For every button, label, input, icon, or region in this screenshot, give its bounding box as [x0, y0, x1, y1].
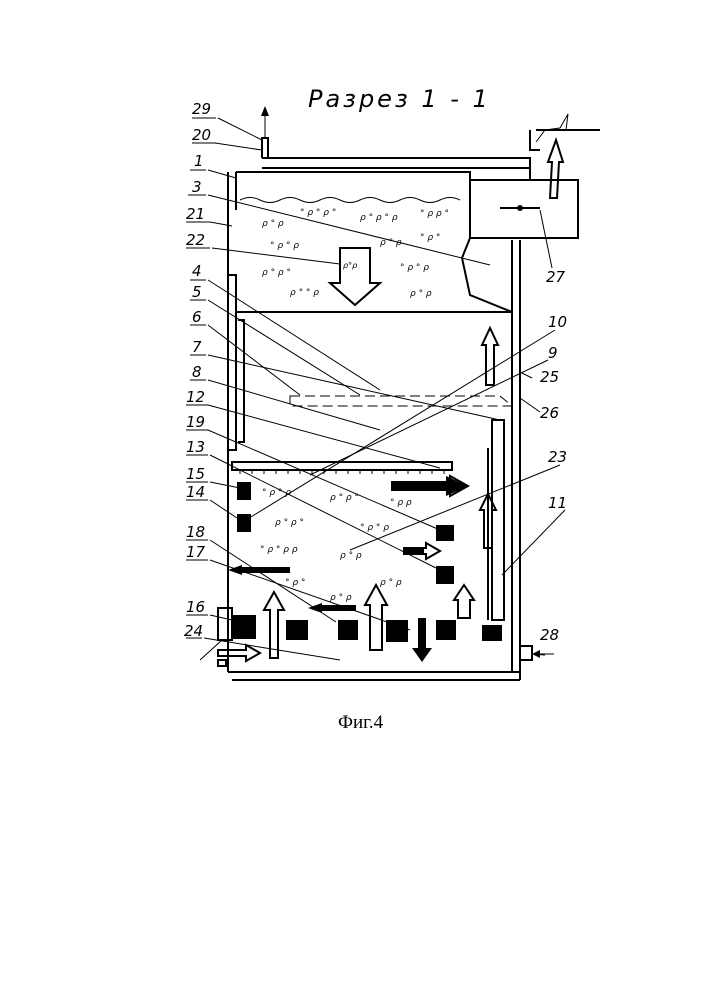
comb-grate [231, 461, 453, 471]
svg-text:ρ ° ρ: ρ ° ρ [340, 551, 362, 561]
label-3: 3 [192, 178, 202, 196]
label-10: 10 [548, 313, 567, 331]
label-16: 16 [186, 598, 205, 616]
outlet-pipe [261, 137, 269, 158]
svg-text:° ρ ρ °: ° ρ ρ ° [420, 209, 449, 219]
section-title: Разрез 1 - 1 [308, 85, 491, 113]
label-13: 13 [186, 438, 205, 456]
label-1: 1 [194, 152, 204, 170]
label-4: 4 [192, 262, 202, 280]
label-27: 27 [546, 268, 566, 286]
svg-text:° ρ ° ρ: ° ρ ° ρ [270, 241, 299, 251]
leader-lines [186, 117, 566, 661]
top-plate [262, 157, 531, 169]
dashed-grate [289, 395, 514, 407]
svg-text:ρ ° ρ °: ρ ° ρ ° [275, 518, 304, 528]
label-22: 22 [186, 231, 205, 249]
label-14: 14 [186, 483, 205, 501]
svg-text:° ρ °: ° ρ ° [285, 578, 305, 588]
figure-caption: Фиг.4 [338, 712, 384, 733]
svg-text:° ρ ° ρ °: ° ρ ° ρ ° [300, 208, 336, 218]
svg-text:ρ ° ρ: ρ ° ρ [380, 238, 402, 248]
svg-text:° ρ ° ρ: ° ρ ° ρ [360, 523, 389, 533]
label-29: 29 [192, 100, 211, 118]
svg-text:ρ ° ρ: ρ ° ρ [330, 593, 352, 603]
label-23: 23 [548, 448, 567, 466]
svg-text:° ρ ρ: ° ρ ρ [390, 498, 412, 508]
label-12: 12 [186, 388, 205, 406]
svg-text:ρ ° ρ: ρ ° ρ [262, 219, 284, 229]
fuel-hopper: ρ ° ρ ° ρ ° ρ ° ρ ° ρ ° ρ ° ρ ρ ° ° ρ ° … [235, 171, 513, 313]
label-25: 25 [540, 368, 559, 386]
label-20: 20 [192, 126, 211, 144]
svg-text:ρ ° ° ρ: ρ ° ° ρ [290, 288, 319, 298]
label-15: 15 [186, 465, 205, 483]
svg-text:° ρ ° ρ: ° ρ ° ρ [262, 488, 291, 498]
fuel-particles: ρ ° ρ ° ρ ° ρ ° ρ ° ρ ° ρ ° ρ ρ ° ° ρ ° … [262, 208, 449, 299]
label-19: 19 [186, 413, 205, 431]
ash-particles: ° ρ ° ρ ρ ° ρ ° ° ρ ρ ρ ° ρ ° ° ρ ° ρ ° … [260, 488, 412, 603]
svg-text:ρ°ρ: ρ°ρ [343, 261, 357, 270]
label-8: 8 [192, 363, 202, 381]
label-17: 17 [186, 543, 206, 561]
svg-text:ρ ° ρ ° ρ: ρ ° ρ ° ρ [360, 213, 398, 223]
svg-text:ρ ° ρ °: ρ ° ρ ° [262, 268, 291, 278]
label-21: 21 [186, 205, 205, 223]
label-28: 28 [540, 626, 559, 644]
housing [227, 106, 554, 681]
svg-text:° ρ ° ρ ρ: ° ρ ° ρ ρ [260, 545, 298, 555]
label-24: 24 [184, 622, 203, 640]
label-7: 7 [192, 338, 202, 356]
label-26: 26 [540, 404, 559, 422]
fuel-down-arrow [327, 247, 383, 307]
label-18: 18 [186, 523, 205, 541]
inlet-pipe [520, 645, 533, 661]
svg-text:° ρ °: ° ρ ° [420, 233, 440, 243]
combustion-chamber: ° ρ ° ρ ρ ° ρ ° ° ρ ρ ρ ° ρ ° ° ρ ° ρ ° … [217, 474, 502, 667]
label-9: 9 [548, 344, 558, 362]
middle-zone [228, 274, 514, 621]
svg-text:ρ ° ρ: ρ ° ρ [410, 289, 432, 299]
svg-text:ρ ° ρ: ρ ° ρ [380, 578, 402, 588]
flue-box [470, 113, 600, 239]
svg-text:° ρ ° ρ: ° ρ ° ρ [400, 263, 429, 273]
label-5: 5 [192, 283, 202, 301]
svg-text:ρ ° ρ °: ρ ° ρ ° [330, 493, 359, 503]
label-11: 11 [548, 494, 567, 512]
part-labels: 29 20 1 3 21 22 4 5 6 7 8 12 19 13 15 14… [184, 100, 567, 644]
label-6: 6 [192, 308, 202, 326]
